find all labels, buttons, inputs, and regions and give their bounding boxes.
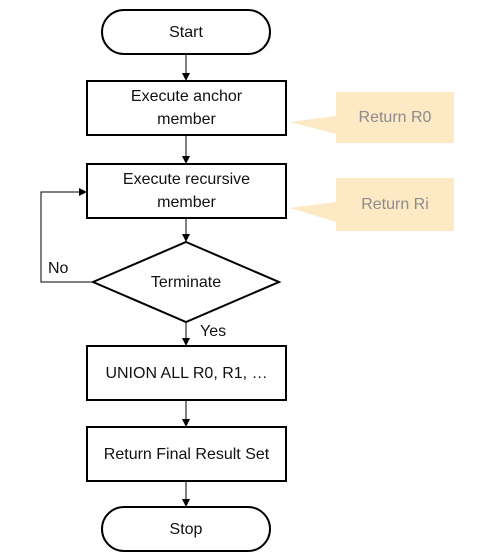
return-ri-callout [290,178,454,231]
no-branch-label: No [48,259,69,277]
terminate-diamond [90,240,282,324]
final-box [86,426,287,482]
start-terminal [101,9,271,55]
union-label: UNION ALL R0, R1, … [105,364,268,382]
anchor-box [86,80,287,136]
recursive-label: Execute recursive member [122,171,251,211]
terminate-label: Terminate [150,273,222,291]
stop-terminal [101,506,271,552]
return-r0-callout [290,92,454,143]
arrow-no-loop [40,188,93,283]
return-ri-label: Return Ri [361,196,429,213]
anchor-label: Execute anchor member [130,88,243,128]
start-label: Start [169,23,203,41]
recursive-box [86,163,287,219]
stop-label: Stop [169,520,203,538]
yes-branch-label: Yes [200,322,227,340]
final-label: Return Final Result Set [103,445,270,463]
return-r0-label: Return R0 [358,109,432,126]
union-box [86,345,287,401]
